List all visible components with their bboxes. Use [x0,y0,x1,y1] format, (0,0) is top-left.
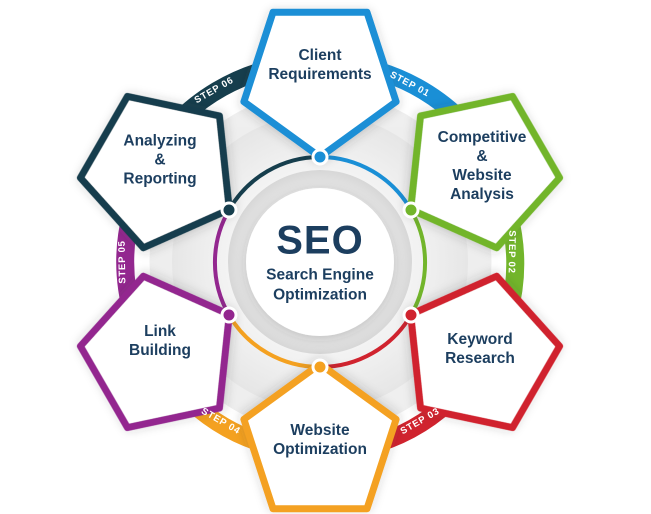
connector-dot-website-optimization [311,358,329,376]
pentagon-shape [76,272,233,432]
colored-ring [213,155,427,370]
pentagon-link-building [76,272,233,432]
ring-segment-purple [213,209,231,316]
connector-dot-client-requirements [311,148,329,166]
pentagon-shape [407,272,564,432]
ring-segment-dark [227,155,321,211]
step-02-label: STEP 02 [506,230,518,274]
ring-segment-green [409,209,427,316]
connector-dot-keyword-research [402,306,420,324]
pentagon-website-optimization [240,360,400,513]
pentagon-shape [76,92,233,252]
ring-segment-orange [227,313,321,370]
pentagon-shape [240,8,400,161]
pentagon-client-requirements [240,8,400,161]
pentagon-competitive-website-analysis [407,92,564,252]
ring-segment-red [319,313,413,370]
center-white-circle [246,188,394,336]
connector-dot-link-building [220,306,238,324]
connector-dot-analyzing-reporting [220,201,238,219]
pentagon-analyzing-reporting [76,92,233,252]
pentagon-keyword-research [407,272,564,432]
ring-segment-blue [319,155,413,211]
pentagon-shape [240,360,400,513]
step-05-label: STEP 05 [117,240,129,284]
pentagon-shape [407,92,564,252]
connector-dot-competitive-website-analysis [402,201,420,219]
